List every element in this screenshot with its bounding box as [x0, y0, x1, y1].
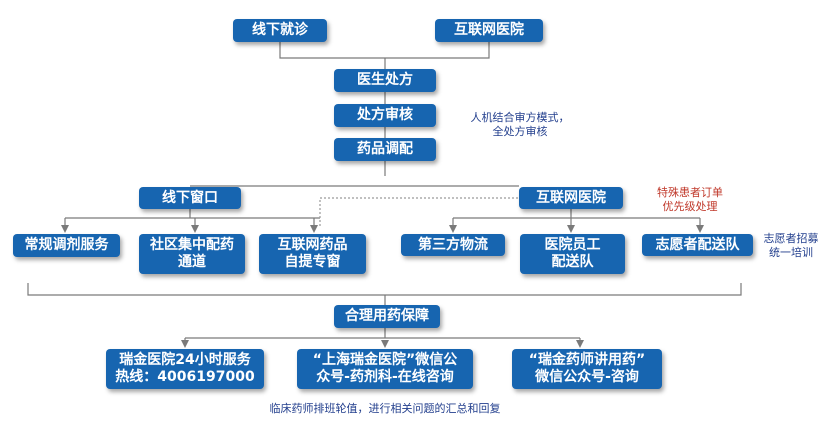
offline-window-box: 线下窗口 [139, 187, 241, 209]
internet-hospital-mid-box: 互联网医院 [519, 187, 623, 209]
footer-note: 临床药师排班轮值，进行相关问题的汇总和回复 [269, 402, 501, 415]
offline-visit-box: 线下就诊 [233, 19, 327, 42]
self-pickup-box: 互联网药品 自提专窗 [259, 234, 366, 274]
hotline-box: 瑞金医院24小时服务 热线：4006197000 [106, 349, 264, 389]
review-box: 处方审核 [334, 104, 436, 127]
community-channel-box: 社区集中配药 通道 [139, 234, 245, 274]
rational-use-box: 合理用药保障 [334, 305, 440, 328]
review-mode-note: 人机结合审方模式， 全处方审核 [470, 111, 570, 138]
volunteer-delivery-box: 志愿者配送队 [642, 234, 753, 256]
volunteer-training-note: 志愿者招募 统一培训 [763, 232, 819, 259]
third-party-logistics-box: 第三方物流 [401, 234, 505, 256]
dispensing-box: 药品调配 [334, 138, 436, 161]
staff-delivery-box: 医院员工 配送队 [520, 234, 625, 274]
internet-hospital-top-box: 互联网医院 [435, 19, 543, 42]
regular-service-box: 常规调剂服务 [13, 234, 120, 257]
prescription-box: 医生处方 [334, 69, 436, 92]
wechat-consult-box: “上海瑞金医院”微信公 众号-药剂科-在线咨询 [297, 349, 473, 389]
priority-note: 特殊患者订单 优先级处理 [657, 186, 723, 213]
wechat-pharmacist-box: “瑞金药师讲用药” 微信公众号-咨询 [512, 349, 662, 389]
